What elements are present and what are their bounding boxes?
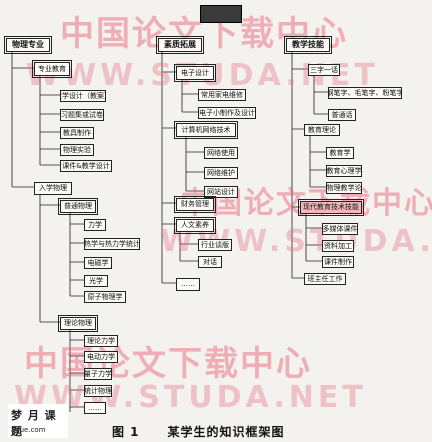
- node-leaf: 行业谈版: [198, 239, 232, 251]
- node-class-teacher: 班主任工作: [304, 273, 346, 285]
- node-leaf: 教具制作: [60, 127, 94, 139]
- node-leaf: 课件制作: [322, 256, 354, 268]
- node-leaf: 原子物理学: [84, 291, 126, 303]
- node-college-physics: 入学物理: [34, 182, 72, 195]
- node-leaf: 电磁学: [84, 257, 112, 269]
- column-header-quality: 素质拓展: [156, 36, 204, 54]
- node-leaf: 普通话: [328, 109, 356, 121]
- node-leaf: 统计物理: [84, 385, 112, 397]
- node-general-physics: 普通物理: [58, 198, 98, 215]
- figure-number: 图 1: [112, 425, 140, 439]
- node-more: ……: [176, 278, 200, 291]
- node-network-tech: 计算机网络技术: [174, 121, 238, 139]
- figure-caption-text: 某学生的知识框架图: [167, 425, 285, 439]
- node-leaf: 电子小制作及设计: [198, 107, 256, 119]
- node-electronics-design: 电子设计: [174, 64, 216, 82]
- node-leaf: 课件&教学设计: [60, 160, 112, 172]
- node-leaf: 教育心理学: [326, 165, 362, 177]
- node-humanities: 人文素养: [174, 217, 216, 234]
- node-leaf: 多媒体课件: [322, 223, 358, 235]
- node-major-education: 专业教育: [32, 60, 72, 78]
- site-logo: 梦 月 课 题 5yue.com: [8, 404, 68, 438]
- column-header-teaching: 教学技能: [284, 36, 332, 54]
- node-leaf: 光学: [84, 275, 108, 287]
- node-leaf: 常用家电维修: [198, 89, 246, 101]
- node-leaf: ……: [84, 402, 106, 414]
- node-leaf: 资料加工: [322, 240, 354, 252]
- node-three-scripts: 三字一话: [308, 64, 340, 76]
- node-finance: 财务管理: [174, 196, 216, 213]
- node-leaf: 物理实验: [60, 144, 94, 156]
- node-leaf: 力学: [84, 219, 106, 231]
- node-leaf: 物理教学论: [326, 182, 362, 194]
- logo-line-2: 5yue.com: [11, 426, 46, 434]
- node-leaf: 网站设计: [204, 186, 238, 198]
- node-education-theory: 教育理论: [304, 124, 340, 136]
- title-banner: [200, 5, 242, 23]
- node-leaf: 电动力学: [84, 351, 118, 363]
- node-leaf: 热学与热力学统计: [84, 238, 140, 250]
- node-leaf: 习题集或试卷: [60, 109, 104, 121]
- node-modern-edu-tech: 现代教育技术技能: [298, 199, 364, 216]
- logo-line-1: 梦 月 课 题: [11, 409, 57, 438]
- node-leaf: 网络使用: [204, 147, 238, 159]
- node-leaf: 对话: [198, 256, 222, 268]
- node-leaf: 钢笔字、毛笔字、粉笔字: [328, 87, 402, 99]
- node-leaf: 理论力学: [84, 335, 118, 347]
- column-header-physics: 物理专业: [4, 36, 52, 54]
- node-theoretical-physics: 理论物理: [58, 315, 98, 332]
- figure-caption: 图 1 某学生的知识框架图: [112, 423, 285, 440]
- node-leaf: 网络维护: [204, 167, 238, 179]
- node-leaf: 教学设计（教案）: [60, 90, 106, 102]
- node-leaf: 教育学: [326, 147, 354, 159]
- node-leaf: 量子力学: [84, 368, 112, 380]
